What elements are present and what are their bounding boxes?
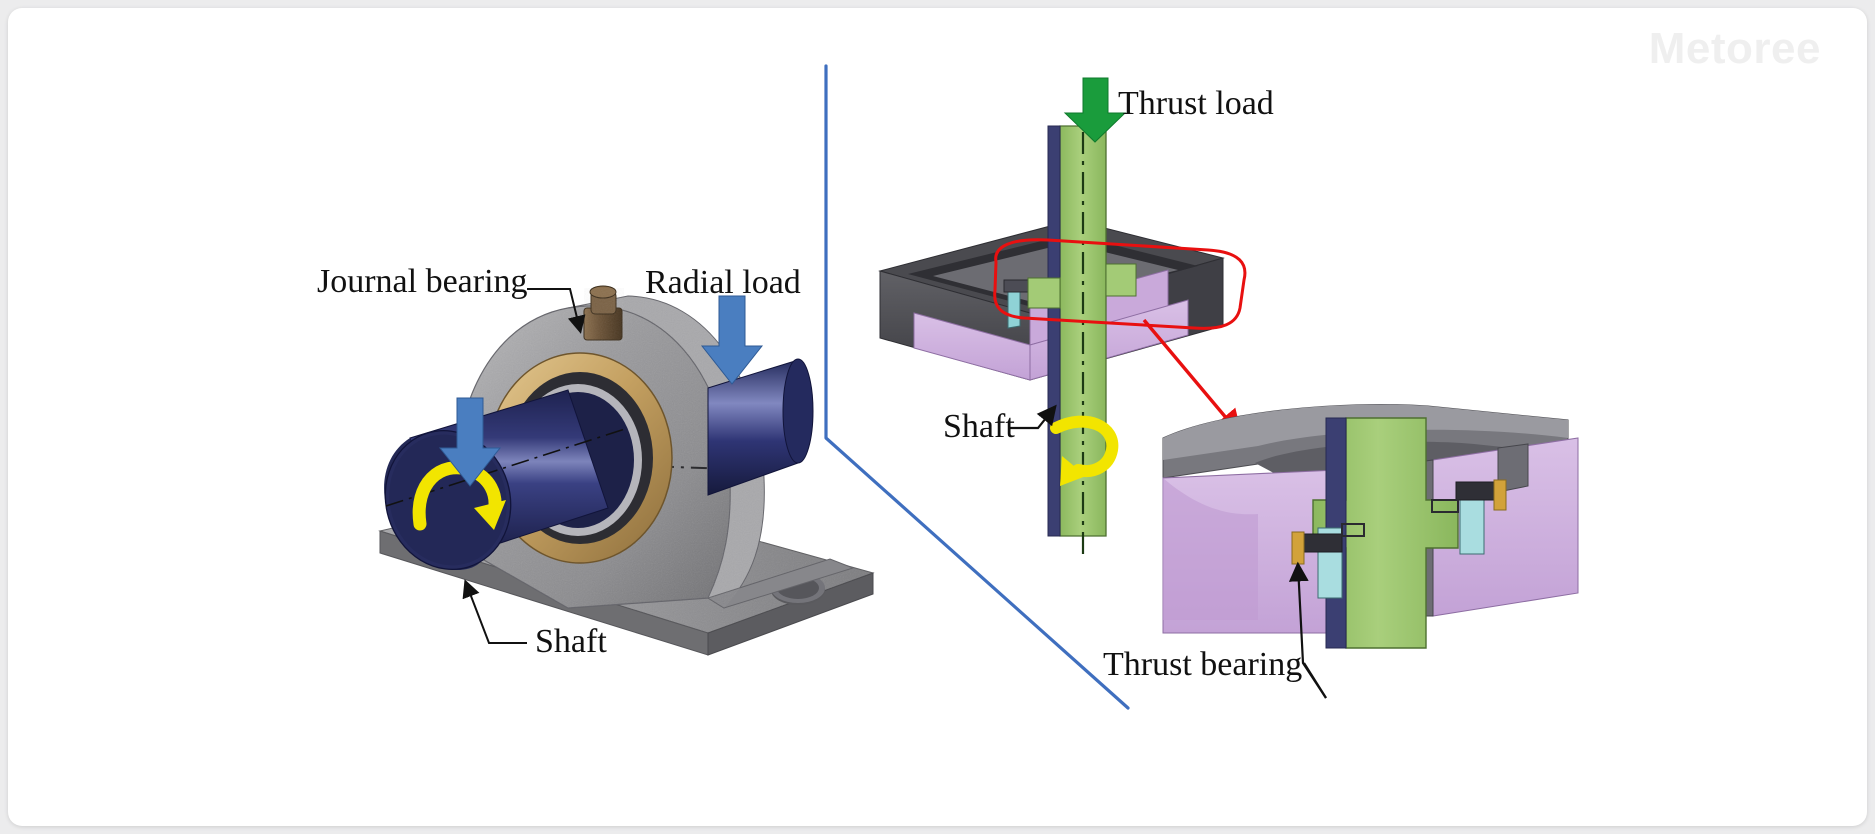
thrust-bearing-label: Thrust bearing — [1103, 646, 1303, 683]
divider-line — [824, 64, 1130, 710]
panel-divider — [824, 64, 1130, 710]
metoree-watermark: Metoree — [1648, 24, 1821, 73]
shaft-label-right: Shaft — [943, 408, 1015, 445]
rotation-arrow-icon-vertical — [1050, 415, 1119, 486]
thrust-bearing-leader — [1303, 662, 1327, 699]
diagram-card: Metoree — [8, 8, 1867, 826]
bearing-right — [1431, 479, 1507, 555]
detail-callout — [993, 238, 1247, 438]
grease-fitting — [583, 285, 624, 342]
radial-load-arrow-right — [700, 295, 764, 385]
thrust-load-arrow — [1063, 77, 1127, 143]
radial-load-arrow-left — [438, 397, 502, 487]
shaft-leader-left — [462, 579, 527, 644]
shaft-label-left: Shaft — [535, 623, 607, 660]
thrust-bearing-graphic — [878, 77, 1579, 699]
thrust-load-label: Thrust load — [1118, 85, 1274, 122]
journal-bearing-graphic — [378, 285, 875, 656]
bearing-left — [1291, 523, 1365, 599]
shaft-leader-right — [1008, 404, 1057, 430]
journal-bearing-label: Journal bearing — [317, 263, 528, 300]
shaft-right-stub — [707, 358, 814, 496]
diagram-stage: Metoree — [8, 8, 1867, 826]
thrust-bearing-detail-inset — [1162, 403, 1579, 699]
journal-bearing-leader — [527, 288, 586, 334]
radial-load-label: Radial load — [645, 264, 801, 301]
